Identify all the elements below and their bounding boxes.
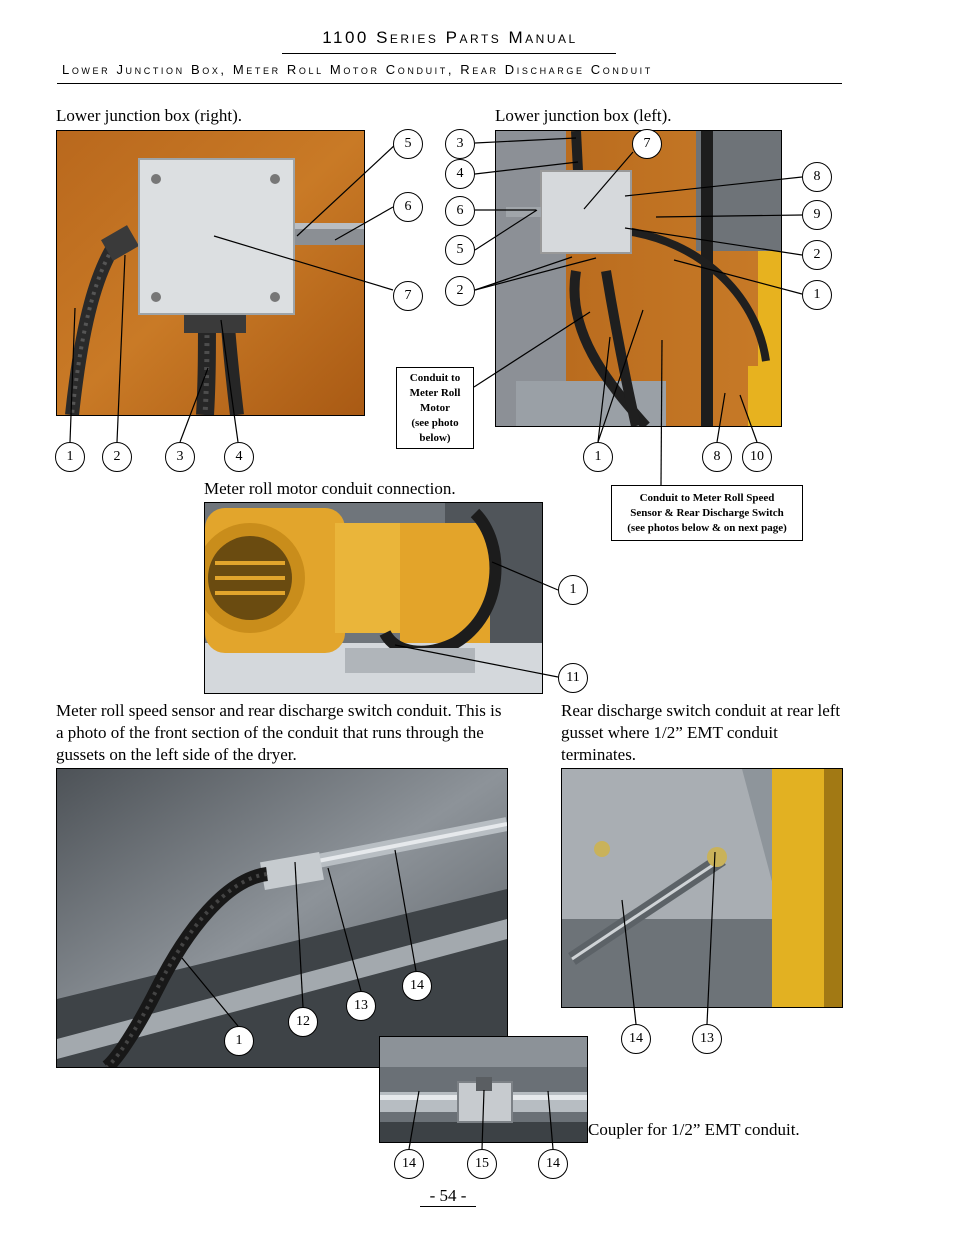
photo-junction-box-left <box>495 130 782 427</box>
callout-1: 1 <box>583 442 613 472</box>
note-conduit-speed-sensor: Conduit to Meter Roll Speed Sensor & Rea… <box>611 485 803 541</box>
callout-13: 13 <box>692 1024 722 1054</box>
caption-jb-left: Lower junction box (left). <box>495 106 672 125</box>
photo-junction-box-right <box>56 130 365 416</box>
callout-7: 7 <box>393 281 423 311</box>
callout-8: 8 <box>702 442 732 472</box>
callout-5: 5 <box>445 235 475 265</box>
page-number-underline <box>420 1206 476 1207</box>
callout-5: 5 <box>393 129 423 159</box>
callout-2: 2 <box>102 442 132 472</box>
callout-2: 2 <box>802 240 832 270</box>
callout-7: 7 <box>632 129 662 159</box>
caption-coupler: Coupler for 1/2” EMT conduit. <box>588 1120 800 1139</box>
callout-3: 3 <box>445 129 475 159</box>
callout-13: 13 <box>346 991 376 1021</box>
note-conduit-meter-roll-motor: Conduit to Meter Roll Motor (see photo b… <box>396 367 474 449</box>
callout-1: 1 <box>55 442 85 472</box>
callout-15: 15 <box>467 1149 497 1179</box>
caption-jb-right: Lower junction box (right). <box>56 106 243 125</box>
manual-title: 1100 Series Parts Manual <box>322 28 578 47</box>
section-subtitle: Lower Junction Box, Meter Roll Motor Con… <box>62 62 653 77</box>
callout-1: 1 <box>224 1026 254 1056</box>
callout-14: 14 <box>394 1149 424 1179</box>
callout-4: 4 <box>224 442 254 472</box>
caption-rear-switch: Rear discharge switch conduit at rear le… <box>561 701 841 764</box>
callout-14: 14 <box>538 1149 568 1179</box>
caption-speed-sensor: Meter roll speed sensor and rear dischar… <box>56 701 502 764</box>
callout-1: 1 <box>558 575 588 605</box>
callout-6: 6 <box>393 192 423 222</box>
callout-8: 8 <box>802 162 832 192</box>
caption-motor: Meter roll motor conduit connection. <box>204 479 456 498</box>
callout-11: 11 <box>558 663 588 693</box>
photo-speed-sensor-conduit <box>56 768 508 1068</box>
callout-1: 1 <box>802 280 832 310</box>
callout-14: 14 <box>402 971 432 1001</box>
callout-12: 12 <box>288 1007 318 1037</box>
photo-emt-coupler <box>379 1036 588 1143</box>
title-underline <box>282 53 616 54</box>
photo-rear-discharge-switch <box>561 768 843 1008</box>
callout-10: 10 <box>742 442 772 472</box>
callout-6: 6 <box>445 196 475 226</box>
callout-4: 4 <box>445 159 475 189</box>
page-number: - 54 - <box>429 1186 467 1205</box>
callout-3: 3 <box>165 442 195 472</box>
callout-9: 9 <box>802 200 832 230</box>
callout-14: 14 <box>621 1024 651 1054</box>
photo-meter-roll-motor <box>204 502 543 694</box>
callout-2: 2 <box>445 276 475 306</box>
subtitle-underline <box>57 83 842 84</box>
